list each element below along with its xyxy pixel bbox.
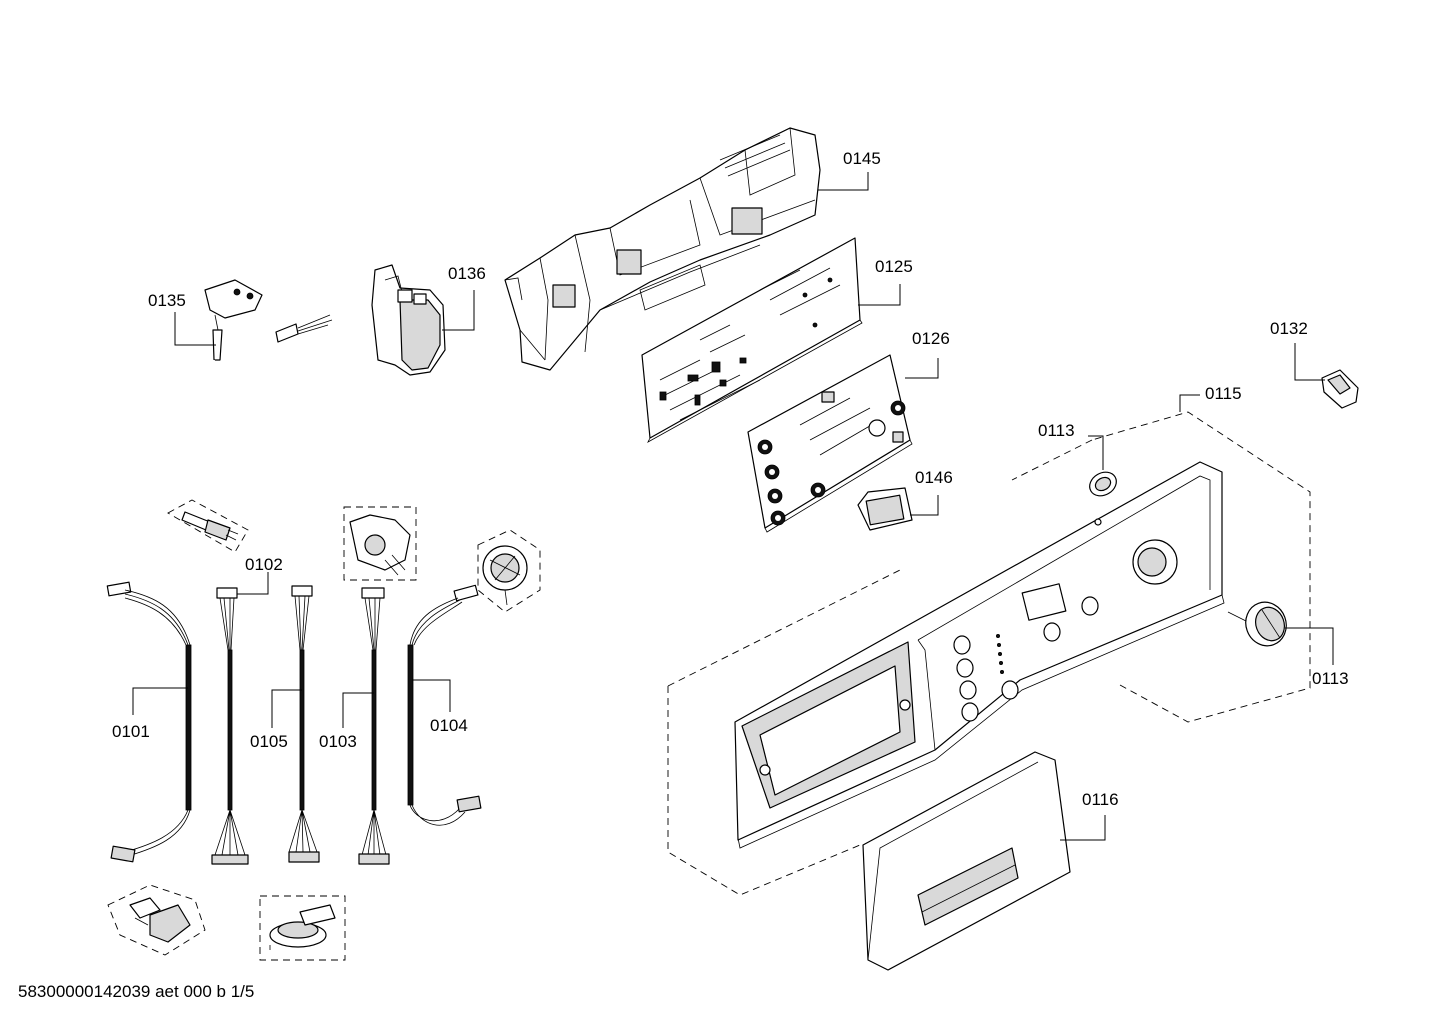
part-0136-filter — [371, 264, 446, 376]
label-0126: 0126 — [912, 329, 950, 348]
label-0105: 0105 — [250, 732, 288, 751]
part-0115-fascia-panel — [667, 411, 1311, 896]
drain-pump — [107, 884, 206, 956]
pressure-switch — [477, 529, 541, 613]
part-0113-knob-ring — [1089, 471, 1117, 497]
part-0105-wire-harness — [288, 585, 320, 863]
part-0102-wire-harness — [211, 587, 249, 865]
part-0126-display-pcb — [747, 354, 913, 533]
part-0103-wire-harness — [358, 587, 390, 865]
pressure-sensor — [259, 895, 346, 961]
part-0113-program-knob — [1227, 601, 1287, 647]
part-0135-power-cord — [204, 279, 333, 454]
label-0113-top: 0113 — [1038, 421, 1075, 440]
temperature-sensor — [167, 499, 249, 553]
part-0132-clip — [1321, 369, 1359, 409]
part-0104-wire-harness — [407, 584, 482, 826]
part-0145-control-housing — [504, 127, 821, 371]
label-0132: 0132 — [1270, 319, 1308, 338]
part-0101-wire-harness — [106, 581, 192, 863]
label-0146: 0146 — [915, 468, 953, 487]
label-0145: 0145 — [843, 149, 881, 168]
part-0116-drawer-handle — [862, 751, 1071, 971]
label-0102: 0102 — [245, 555, 283, 574]
door-lock-switch — [343, 506, 417, 581]
label-0115: 0115 — [1205, 384, 1242, 403]
label-0104: 0104 — [430, 716, 468, 735]
label-0103: 0103 — [319, 732, 357, 751]
part-0146-display-window — [857, 487, 913, 531]
part-0125-main-pcb — [641, 237, 863, 443]
knob-contacts-0126 — [757, 400, 906, 526]
label-0113-right: 0113 — [1312, 669, 1349, 688]
label-0135: 0135 — [148, 291, 186, 310]
label-0101: 0101 — [112, 722, 150, 741]
drawing-number: 58300000142039 aet 000 b 1/5 — [18, 982, 254, 1001]
label-0136: 0136 — [448, 264, 486, 283]
label-0125: 0125 — [875, 257, 913, 276]
label-0116: 0116 — [1082, 790, 1119, 809]
